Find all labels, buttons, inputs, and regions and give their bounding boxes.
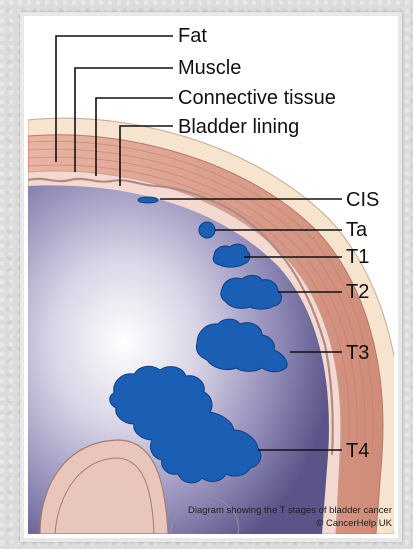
caption-line1: Diagram showing the T stages of bladder … [188,505,392,516]
tumour-ta [199,222,215,238]
label-t4: T4 [346,440,369,462]
label-bladder-lining: Bladder lining [178,116,299,138]
label-t2: T2 [346,281,369,303]
tumour-cis [138,197,158,203]
tumour-t1 [213,244,250,267]
label-t3: T3 [346,342,369,364]
label-connective-tissue: Connective tissue [178,87,336,109]
caption-line2: © CancerHelp UK [316,518,392,529]
label-t1: T1 [346,246,369,268]
label-cis: CIS [346,189,379,211]
label-fat: Fat [178,25,207,47]
label-ta: Ta [346,219,368,241]
label-muscle: Muscle [178,57,241,79]
